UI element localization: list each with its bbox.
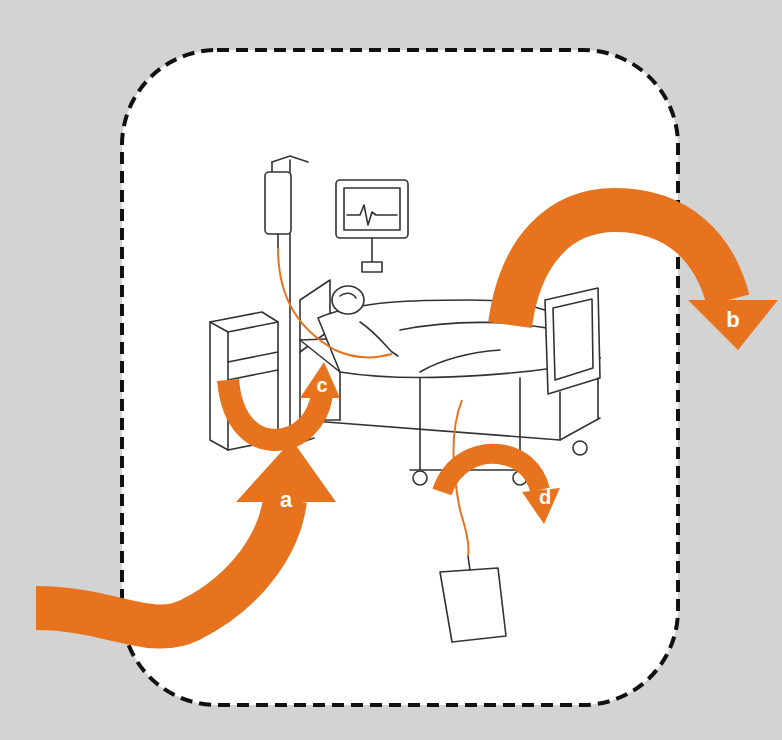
callout-letter: a [280,489,292,511]
arrowhead-c [300,362,340,398]
callout-letter: c [316,375,327,395]
arrow-a [36,500,285,627]
orange-arrows [36,210,778,627]
callout-letter: d [539,487,551,507]
arrow-b [510,210,728,325]
arrow-d [442,454,540,492]
arrowhead-b [688,300,778,350]
callout-letter: b [726,309,739,331]
arrowhead-d [522,488,560,524]
iv-tube [278,248,392,357]
